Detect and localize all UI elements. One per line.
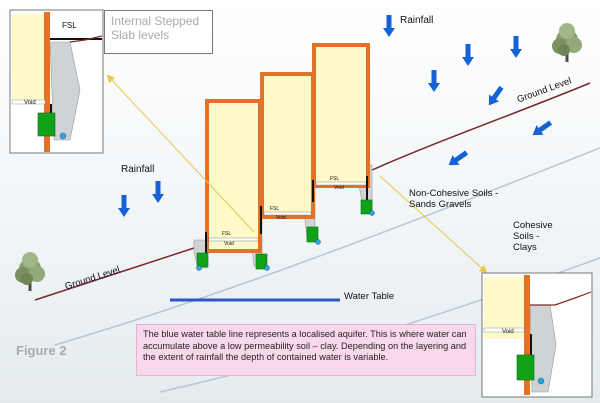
cohesive-soils-label: Cohesive Soils - Clays (513, 220, 553, 253)
leader-line-top (106, 74, 255, 233)
fsl-label-bay1: FSL (222, 231, 232, 237)
rainfall-arrow (510, 36, 522, 58)
caption-box: The blue water table line represents a l… (136, 324, 476, 376)
void-label-inset-bottom: Void (502, 329, 514, 335)
tree-icon (15, 252, 45, 291)
ground-level-line-right (371, 82, 591, 171)
tree-icon (552, 23, 582, 62)
rainfall-arrow (483, 83, 507, 109)
ground-level-line-left (34, 247, 195, 301)
void-label-bay3: Void (334, 185, 344, 191)
bay-2 (260, 72, 315, 219)
void-label-bay1: Void (224, 241, 234, 247)
water-table-label: Water Table (344, 291, 395, 302)
footing-1 (196, 252, 209, 268)
rainfall-arrow (428, 70, 440, 92)
void-label-inset: Void (24, 100, 36, 106)
rainfall-arrow (529, 117, 555, 141)
rainfall-arrow (462, 44, 474, 66)
inset-detail-bottom (481, 272, 593, 398)
leader-line-bottom (379, 175, 488, 274)
rainfall-arrow (152, 181, 164, 203)
rainfall-label-left: Rainfall (121, 164, 155, 175)
void-label-bay2: Void (276, 215, 286, 221)
fsl-label-bay2: FSL (270, 206, 280, 212)
footing-3 (306, 226, 319, 243)
title-box: Internal Stepped Slab levels (104, 10, 213, 54)
figure-label: Figure 2 (16, 343, 67, 358)
bay-1 (205, 99, 262, 253)
footing-4 (360, 199, 373, 215)
caption-text: The blue water table line represents a l… (143, 329, 467, 362)
bay-3 (312, 43, 370, 188)
footing-2 (255, 253, 268, 270)
inset-detail-top (9, 9, 104, 154)
fsl-label-inset: FSL (62, 21, 77, 30)
non-cohesive-soils-label: Non-Cohesive Soils - Sands Gravels (409, 188, 499, 210)
rainfall-arrow (383, 15, 395, 37)
fsl-label-bay3: FSL (330, 176, 340, 182)
rainfall-arrow (118, 195, 130, 217)
rainfall-label-top: Rainfall (400, 15, 434, 26)
title-text: Internal Stepped Slab levels (111, 14, 200, 42)
non-cohesive-boundary-curve (54, 147, 600, 346)
rainfall-arrow (445, 147, 471, 171)
